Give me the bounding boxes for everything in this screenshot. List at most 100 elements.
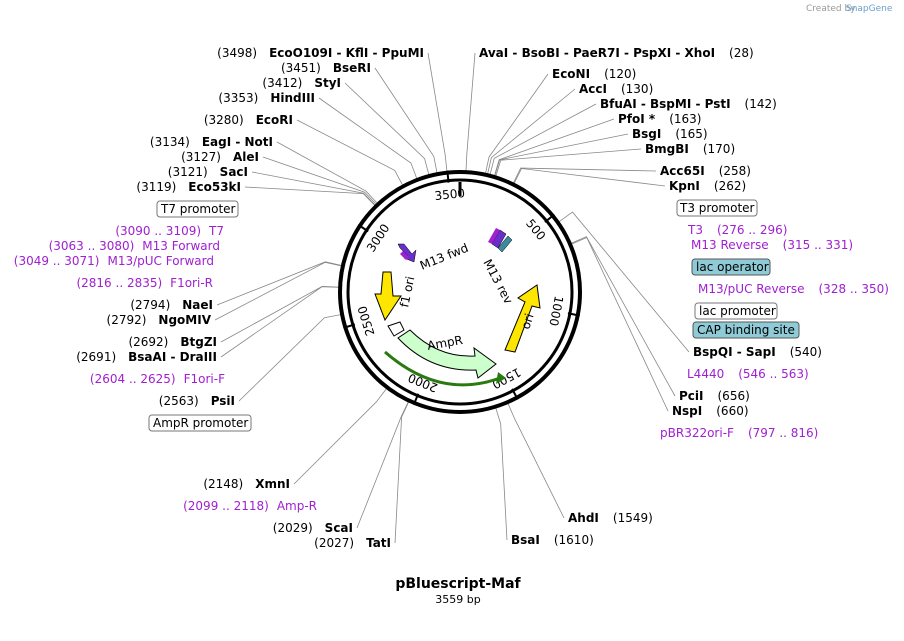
lac-operator-label: lac operator (696, 260, 769, 274)
site-leader-line (262, 156, 378, 206)
primer-labels: (3090 .. 3109)T7 (3063 .. 3080)M13 Forwa… (14, 223, 889, 513)
site-leader-line (494, 133, 629, 178)
site-label[interactable]: (2563)PsiI (159, 394, 235, 408)
primer-label[interactable]: T3(276 .. 296) (687, 223, 787, 237)
m13-rev-label: M13 rev (480, 257, 515, 306)
site-leader-line (293, 387, 388, 485)
cap-binding-site-box[interactable] (692, 321, 800, 339)
primer-label[interactable]: (2604 .. 2625)F1ori-F (90, 372, 225, 386)
site-label[interactable]: (3412)StyI (262, 76, 341, 90)
site-label[interactable]: Acc65I(258) (660, 164, 751, 178)
lac-promoter-box[interactable] (694, 302, 778, 320)
site-leader-line (216, 261, 343, 306)
site-label[interactable]: (2029)ScaI (273, 521, 353, 535)
primer-label[interactable]: M13 Reverse(315 .. 331) (691, 238, 853, 252)
primer-label[interactable]: (3090 .. 3109)T7 (115, 224, 224, 238)
site-label[interactable]: (3451)BseRI (281, 61, 371, 75)
site-leader-line (244, 186, 377, 207)
site-leader-line (512, 167, 657, 185)
snapgene-logo: SnapGene (846, 4, 893, 14)
primer-label[interactable]: (3063 .. 3080)M13 Forward (49, 239, 220, 253)
site-leader-line (557, 211, 690, 353)
scale-tick (544, 213, 555, 223)
site-leader-line (465, 52, 476, 173)
site-label[interactable]: (3127)AleI (181, 150, 259, 164)
t7-promoter-label: T7 promoter (160, 202, 236, 216)
site-label[interactable]: BsgI(165) (632, 127, 708, 141)
site-leader-line (484, 73, 549, 175)
ampr-label: AmpR (426, 333, 464, 353)
site-label[interactable]: AvaI - BsoBI - PaeR7I - PspXI - XhoI(28) (479, 46, 754, 60)
f1-ori-arrow[interactable] (374, 271, 402, 322)
site-leader-line (356, 400, 410, 529)
backbone (338, 170, 582, 414)
site-label[interactable]: (3134)EagI - NotI (150, 135, 273, 149)
site-label[interactable]: (3280)EcoRI (204, 113, 293, 127)
site-leader-line (427, 52, 448, 173)
scale-tick (412, 393, 420, 406)
site-leader-line (220, 286, 341, 358)
site-label[interactable]: NspI(660) (672, 404, 749, 418)
site-leader-line (569, 236, 676, 397)
t7-promoter-box[interactable] (156, 200, 239, 218)
t3-promoter-box[interactable] (676, 199, 758, 217)
primer-label[interactable]: (2099 .. 2118)Amp-R (183, 499, 317, 513)
site-leader-line (507, 402, 565, 519)
site-label[interactable]: (3353)HindIII (218, 91, 315, 105)
boxed-feature-labels: T7 promoter T3 promoter lac operator lac… (148, 199, 800, 432)
site-leader-line (494, 406, 508, 541)
backbone-inner-strand (346, 178, 574, 406)
site-label[interactable]: (2027)TatI (314, 536, 391, 550)
site-label[interactable]: BsaI(1610) (511, 533, 594, 547)
site-label[interactable]: EcoNI(120) (552, 67, 636, 81)
primer-label[interactable]: M13/pUC Reverse(328 .. 350) (698, 282, 889, 296)
lac-operator-box[interactable] (691, 258, 771, 276)
t3-promoter-label: T3 promoter (679, 201, 755, 215)
primer-label[interactable]: (2816 .. 2835)F1ori-R (76, 276, 213, 290)
cap-binding-site-label: CAP binding site (697, 323, 795, 337)
t7-promoter-mark (400, 251, 409, 260)
site-label[interactable]: KpnI(262) (669, 179, 746, 193)
plasmid-name: pBluescript-Maf (395, 576, 521, 592)
site-label[interactable]: AhdI(1549) (568, 511, 653, 525)
site-leader-line (570, 237, 669, 412)
primer-label[interactable]: L4440(546 .. 563) (687, 367, 809, 381)
site-label[interactable]: (3121)SacI (168, 165, 248, 179)
primer-label[interactable]: pBR322ori-F(797 .. 816) (660, 426, 818, 440)
ampr-promoter-box[interactable] (148, 414, 252, 432)
site-leader-line (220, 286, 341, 343)
ampr-promoter-arrow[interactable] (387, 321, 405, 337)
site-label[interactable]: BmgBI(170) (645, 142, 735, 156)
t3-promoter-mark (488, 228, 500, 244)
site-leader-line (318, 97, 418, 180)
site-leader-line (489, 103, 597, 176)
site-label[interactable]: (3119)Eco53kI (136, 180, 241, 194)
site-label[interactable]: (2692)BtgZI (128, 335, 217, 349)
leader-lines (214, 52, 690, 544)
ori-label: ori (519, 312, 537, 331)
m13-rev-arrow[interactable] (491, 229, 507, 249)
primer-label[interactable]: (3049 .. 3071)M13/pUC Forward (14, 254, 214, 268)
site-label[interactable]: AccI(130) (579, 82, 653, 96)
plasmid-length: 3559 bp (435, 593, 480, 606)
f1-ori-label: f1 ori (397, 275, 417, 309)
site-leader-line (493, 118, 615, 178)
left-site-labels: (3498)EcoO109I - KflI - PpuMI (3451)BseR… (76, 46, 424, 550)
site-label[interactable]: BfuAI - BspMI - PstI(142) (600, 97, 777, 111)
site-label[interactable]: PfoI *(163) (618, 112, 701, 126)
site-label[interactable]: (2794)NaeI (130, 298, 213, 312)
site-label[interactable]: (2148)XmnI (203, 477, 290, 491)
site-leader-line (394, 400, 410, 544)
site-label[interactable]: (2691)BsaAI - DraIII (76, 350, 217, 364)
ampr-arrow[interactable] (397, 329, 497, 379)
m13-fwd-arrow[interactable] (397, 243, 417, 263)
scale-tick-label: 3500 (434, 186, 466, 203)
m13-fwd-label: M13 fwd (418, 241, 470, 273)
site-label[interactable]: (3498)EcoO109I - KflI - PpuMI (217, 46, 424, 60)
site-leader-line (276, 141, 379, 205)
site-label[interactable]: (2792)NgoMIV (107, 313, 212, 327)
site-label[interactable]: BspQI - SapI(540) (693, 345, 822, 359)
site-leader-line (296, 119, 404, 187)
ori-arrow[interactable] (504, 284, 541, 353)
site-label[interactable]: PciI(656) (679, 389, 750, 403)
